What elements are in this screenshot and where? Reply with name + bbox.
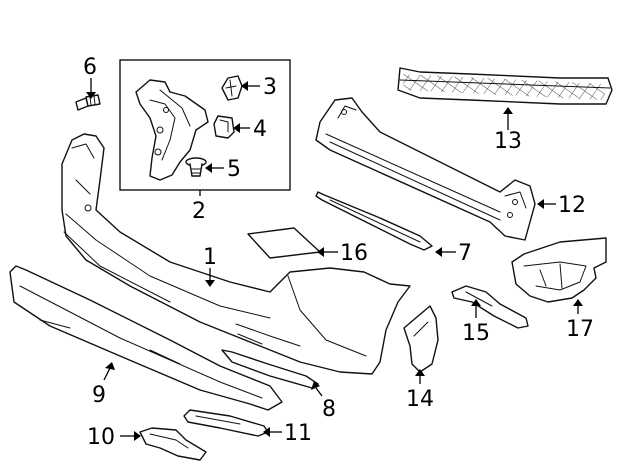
callout-15: 15: [462, 321, 490, 346]
part-10-bracket: [139, 427, 207, 461]
part-17-side-absorber: [511, 237, 607, 303]
callout-labels: 6 3 4 5 2 13 12 1 16 7 15 17 14 9 8 10 1…: [83, 55, 594, 450]
part-8-lower-trim: [221, 349, 319, 389]
callout-4: 4: [253, 117, 267, 142]
part-3-clip: [221, 75, 243, 101]
leader-lines: [86, 78, 583, 441]
part-7-strip: [315, 191, 433, 251]
callout-10: 10: [87, 425, 115, 450]
callout-1: 1: [203, 245, 217, 270]
part-9-lower-valance: [9, 265, 283, 411]
part-13-upper-absorber: [397, 67, 613, 105]
callout-14: 14: [406, 387, 434, 412]
callout-8: 8: [322, 397, 336, 422]
part-2-bracket: [135, 79, 209, 181]
callout-12: 12: [558, 193, 586, 218]
part-1-bumper-cover: [61, 133, 411, 375]
callout-17: 17: [566, 317, 594, 342]
part-15-side-bracket: [451, 285, 529, 329]
part-12-reinforcement-beam: [315, 97, 536, 241]
part-14-corner-cover: [403, 305, 439, 373]
callout-2: 2: [192, 199, 206, 224]
part-6-bolt: [75, 94, 101, 111]
callout-11: 11: [284, 421, 312, 446]
callout-5: 5: [227, 157, 241, 182]
part-16-cover: [247, 227, 321, 259]
inset-box-part-2: [119, 59, 291, 191]
part-4-retainer: [213, 115, 235, 139]
callout-7: 7: [458, 241, 472, 266]
part-11-bracket: [183, 409, 269, 437]
callout-6: 6: [83, 55, 97, 80]
callout-9: 9: [92, 383, 106, 408]
callout-13: 13: [494, 129, 522, 154]
part-5-push-clip: [185, 157, 207, 177]
callout-3: 3: [263, 75, 277, 100]
callout-16: 16: [340, 241, 368, 266]
